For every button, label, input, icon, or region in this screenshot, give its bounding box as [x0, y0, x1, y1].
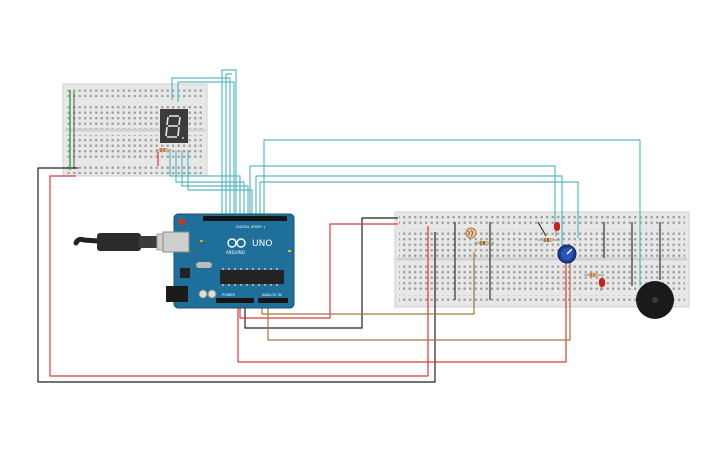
resistor[interactable] [584, 273, 604, 277]
led-red[interactable] [599, 278, 605, 291]
led-red[interactable] [554, 222, 560, 236]
arduino-power-jack [166, 286, 188, 302]
resistor[interactable] [538, 238, 560, 242]
wire-red-5v-b [239, 223, 398, 319]
usb-chip [180, 268, 190, 278]
on-board-led [200, 240, 203, 242]
seven-segment-display[interactable]: 8 [0, 0, 188, 143]
atmega-chip [220, 270, 284, 284]
wire-black-gnd2 [244, 217, 398, 329]
arduino-model-label: UNO [252, 239, 272, 249]
seven-segment-value: 8 [0, 0, 1, 1]
arduino-uno[interactable]: UNO ARDUINO DIGITAL (PWM~) POWER ANALOG … [162, 213, 295, 309]
wire-black-gnd [37, 167, 436, 383]
piezo-buzzer[interactable] [636, 281, 674, 319]
potentiometer[interactable] [557, 244, 577, 264]
analog-header [258, 298, 288, 303]
seven-segment-digit [165, 115, 181, 138]
arduino-brand-label: ARDUINO [226, 250, 245, 255]
digital-header-label: DIGITAL (PWM~) [236, 225, 266, 229]
wire-bundle-cyan [169, 69, 641, 286]
wire-red-5v [49, 175, 429, 377]
photoresistor[interactable] [465, 227, 477, 239]
wires [37, 69, 661, 383]
power-header [216, 298, 254, 303]
on-board-led [288, 250, 291, 252]
resistor[interactable] [474, 241, 494, 245]
wire-brown-a1 [267, 262, 571, 341]
capacitor [207, 289, 217, 299]
digital-header [203, 216, 287, 221]
crystal [196, 262, 212, 268]
reset-button[interactable] [178, 218, 186, 226]
power-header-label: POWER [222, 293, 236, 297]
wire-red-pot [237, 258, 567, 363]
arduino-usb-port [162, 231, 190, 253]
analog-header-label: ANALOG IN [262, 293, 282, 297]
jumpers-large-breadboard [454, 221, 661, 300]
arduino-logo [227, 238, 246, 248]
capacitor [198, 289, 208, 299]
resistor[interactable] [156, 148, 171, 152]
